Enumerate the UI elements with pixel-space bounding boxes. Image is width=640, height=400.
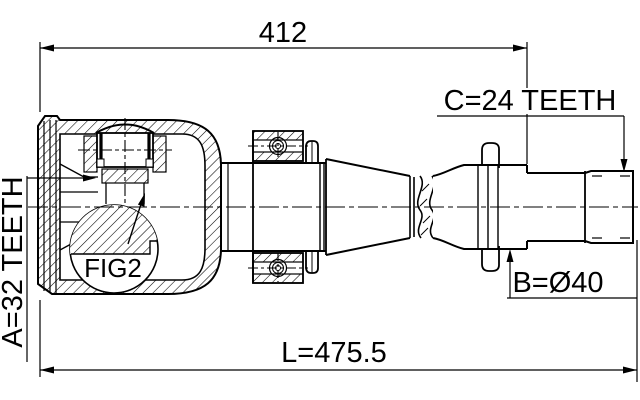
roller-side-right — [152, 135, 167, 173]
leader-arrowhead-up — [506, 249, 514, 262]
arrowhead-right — [623, 366, 637, 374]
shaft-diameter-label: B=Ø40 — [512, 267, 603, 299]
fig2-callout: FIG2 — [69, 193, 159, 294]
dimension-412: 412 — [39, 17, 528, 164]
arrowhead-right — [513, 44, 527, 52]
label-inner-spline: A=32 TEETH — [0, 174, 96, 362]
label-outer-spline: C=24 TEETH — [437, 85, 628, 172]
boot-clip-inner — [305, 140, 319, 274]
overall-length-label: L=475.5 — [281, 337, 387, 369]
figure-reference-label: FIG2 — [84, 253, 142, 283]
leader-arrowhead-down — [620, 159, 628, 172]
centerlines — [28, 118, 638, 282]
boot-clamp-outer — [481, 142, 500, 272]
arrowhead-left — [40, 366, 54, 374]
needle-retainer — [96, 158, 105, 168]
roller-side-left — [83, 135, 98, 173]
fig2-leader-arrowhead — [137, 193, 145, 207]
needle-retainer — [145, 158, 154, 168]
fig2-leader-line — [127, 197, 144, 245]
fig2-chord — [71, 240, 158, 255]
dimension-412-label: 412 — [259, 17, 307, 49]
outer-spline-label: C=24 TEETH — [444, 85, 617, 117]
label-shaft-diameter: B=Ø40 — [506, 249, 637, 299]
leader-arrowhead-right — [83, 174, 96, 182]
inner-spline-label: A=32 TEETH — [0, 176, 29, 347]
dimension-overall-length: L=475.5 — [39, 240, 638, 382]
arrowhead-left — [40, 44, 54, 52]
